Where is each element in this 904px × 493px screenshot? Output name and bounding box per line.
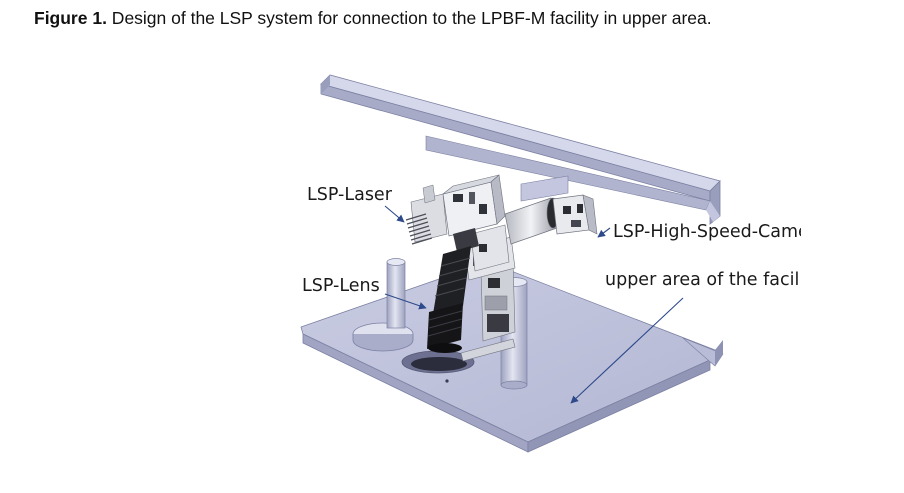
camera-arrow [597,227,611,238]
upper-area-arrow [570,297,684,404]
upper-plate [320,74,721,225]
label-arrows [384,205,684,404]
lsp-laser-unit [405,174,510,272]
label-lsp-high-speed-camera: LSP-High-Speed-Camera [613,222,801,242]
caption-text: Design of the LSP system for connection … [106,8,712,28]
label-lsp-laser: LSP-Laser [307,185,393,205]
lens-arrow [384,293,427,310]
figure-caption: Figure 1. Design of the LSP system for c… [34,8,712,29]
lsp-system-diagram: LSP-Laser LSP-Lens LSP-High-Speed-Camera… [300,74,801,453]
label-lsp-lens: LSP-Lens [302,276,380,296]
left-post [386,258,406,329]
label-upper-area: upper area of the facility [605,270,801,290]
laser-arrow [384,205,405,223]
lsp-high-speed-camera [504,194,598,245]
left-disc-base [352,322,414,352]
caption-label: Figure 1. [34,8,107,28]
lsp-lens-stack [427,228,479,353]
